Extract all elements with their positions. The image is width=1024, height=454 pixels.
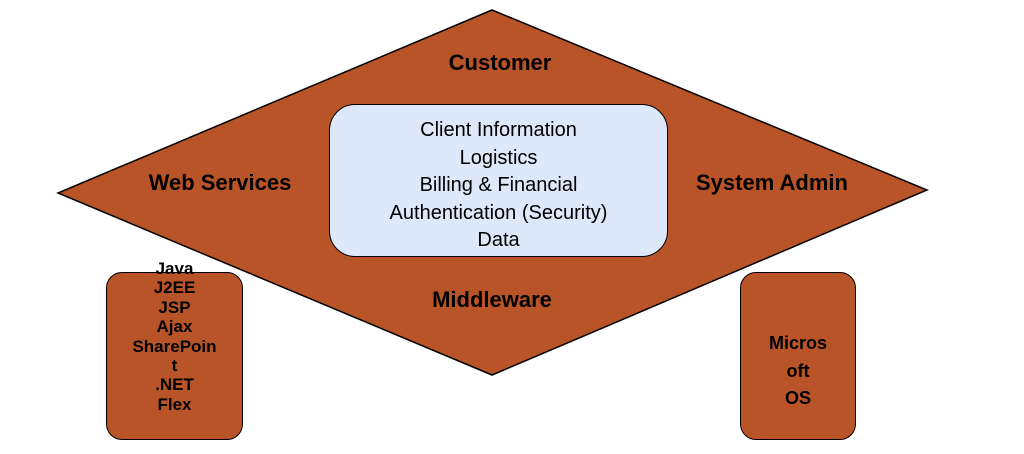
middleware-label: Middleware	[432, 287, 552, 312]
customer-label: Customer	[448, 50, 552, 75]
center-item-authentication: Authentication (Security)	[389, 201, 608, 224]
web-technologies-box	[106, 272, 243, 440]
tech-item-jsp: JSP	[158, 297, 191, 317]
center-item-billing-financial: Billing & Financial	[419, 174, 578, 196]
web-technologies-list: Java J2EE JSP Ajax SharePoin t .NET Flex	[106, 259, 243, 414]
center-item-client-information: Client Information	[420, 119, 577, 141]
os-item-micros: Micros	[768, 333, 828, 353]
tech-item-ajax: Ajax	[156, 317, 193, 337]
tech-item-dotnet: .NET	[155, 375, 194, 395]
os-box	[740, 272, 856, 440]
tech-item-flex: Flex	[157, 394, 192, 414]
web-services-label: Web Services	[148, 170, 292, 195]
tech-item-j2ee: J2EE	[153, 278, 196, 298]
tech-item-sharepoint-part1: SharePoin	[132, 336, 217, 356]
os-item-os: OS	[784, 388, 811, 408]
system-admin-label: System Admin	[695, 170, 848, 195]
tech-item-java: Java	[155, 259, 194, 278]
center-item-data: Data	[477, 229, 520, 251]
os-item-oft: oft	[786, 360, 810, 381]
center-info-list: Client Information Logistics Billing & F…	[330, 117, 667, 255]
tech-item-sharepoint-part2: t	[171, 356, 178, 376]
os-list: Micros oft OS	[740, 330, 856, 413]
center-item-logistics: Logistics	[459, 146, 538, 169]
center-info-box: Client Information Logistics Billing & F…	[329, 104, 668, 257]
